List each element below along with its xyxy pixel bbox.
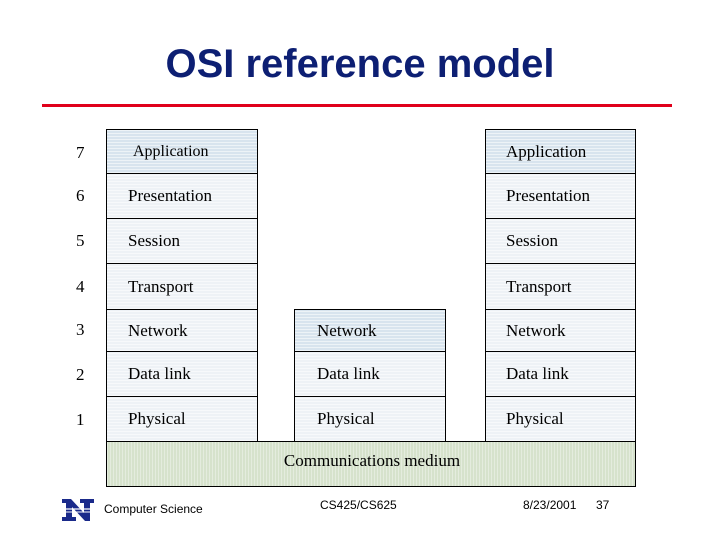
layer-number-1: 1 [76,410,85,429]
router-stack: Network Data link Physical [294,309,446,442]
right-layer-data-link: Data link [485,351,636,397]
layer-number-6: 6 [76,186,85,205]
layer-number-2: 2 [76,365,85,384]
right-layer-label: Application [506,141,587,161]
right-layer-label: Network [506,320,566,340]
router-layer-label: Data link [317,364,380,383]
layer-number-5: 5 [76,231,85,250]
slide-title: OSI reference model [165,42,555,86]
left-layer-label: Transport [128,276,194,296]
right-layer-label: Session [506,231,558,250]
left-layer-label: Session [128,231,180,250]
footer-page-number: 37 [596,498,610,512]
title-divider [42,104,672,107]
footer-course: CS425/CS625 [320,498,397,512]
left-layer-label: Application [133,142,209,160]
router-layer-data-link: Data link [294,351,446,397]
communications-medium: Communications medium [106,441,636,487]
left-host-stack: Application Presentation Session Transpo… [106,129,258,442]
medium-label: Communications medium [283,451,461,470]
right-layer-presentation: Presentation [485,173,636,219]
right-layer-label: Presentation [506,186,591,205]
router-layer-label: Network [317,320,377,340]
left-layer-transport: Transport [106,263,258,310]
right-layer-label: Data link [506,364,569,383]
left-layer-network: Network [106,309,258,352]
right-layer-physical: Physical [485,396,636,442]
right-layer-network: Network [485,309,636,352]
left-layer-data-link: Data link [106,351,258,397]
router-layer-physical: Physical [294,396,446,442]
left-layer-application: Application [106,129,258,174]
left-layer-label: Physical [128,409,186,428]
left-layer-label: Presentation [128,186,213,205]
right-layer-session: Session [485,218,636,264]
layer-number-4: 4 [76,277,85,296]
footer-date: 8/23/2001 [523,498,577,512]
right-layer-label: Physical [506,409,564,428]
layer-number-3: 3 [76,320,85,339]
university-logo-icon [60,499,96,521]
right-layer-label: Transport [506,276,572,296]
left-layer-label: Data link [128,364,191,383]
right-layer-transport: Transport [485,263,636,310]
layer-number-7: 7 [76,143,85,162]
left-layer-label: Network [128,320,188,340]
right-host-stack: Application Presentation Session Transpo… [485,129,636,442]
left-layer-session: Session [106,218,258,264]
router-layer-label: Physical [317,409,375,428]
right-layer-application: Application [485,129,636,174]
footer-department: Computer Science [104,502,203,516]
router-layer-network: Network [294,309,446,352]
left-layer-physical: Physical [106,396,258,442]
left-layer-presentation: Presentation [106,173,258,219]
